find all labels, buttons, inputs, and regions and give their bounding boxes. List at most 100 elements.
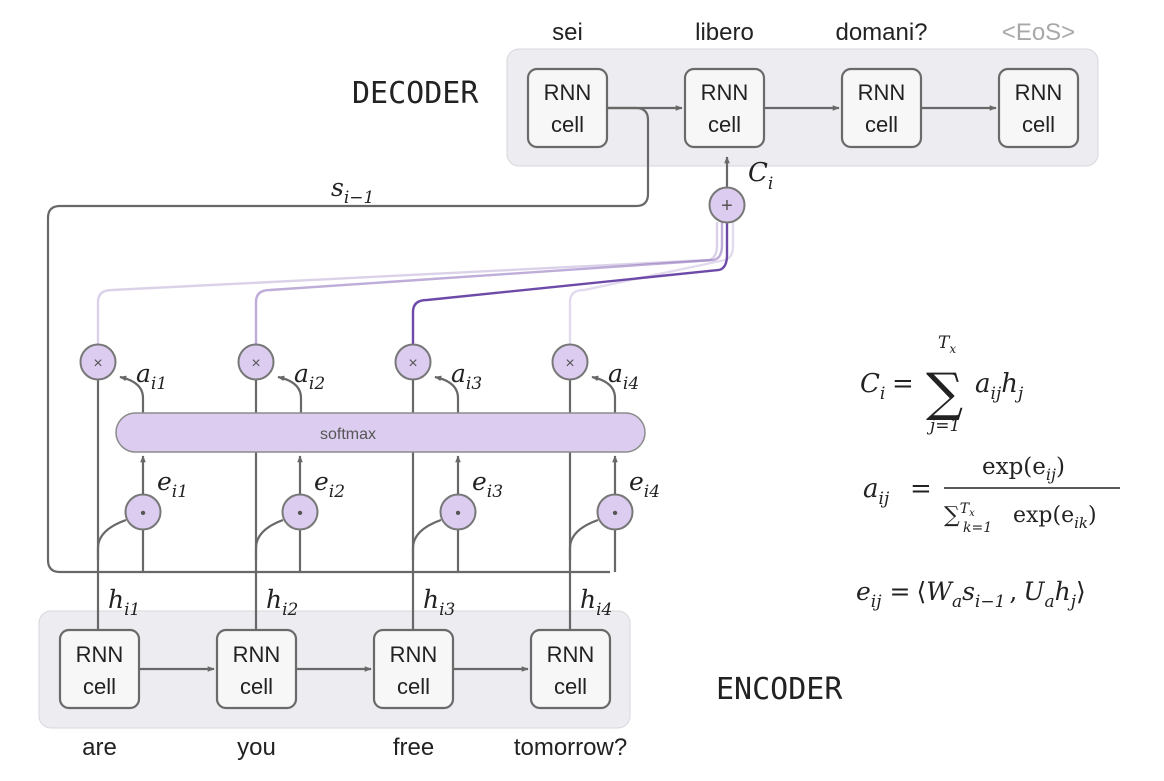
svg-text:∑: ∑: [926, 363, 963, 423]
weight-formula: aij = exp(eij) ∑Tx k=1 exp(eik): [863, 454, 1120, 536]
decoder-output-word: domani?: [835, 19, 927, 46]
svg-text:Tx: Tx: [938, 333, 956, 356]
cell-label-line1: RNN: [858, 80, 906, 105]
multiply-node: [79, 343, 117, 381]
hidden-state-branch: [254, 518, 284, 560]
hidden-state-branch: [568, 518, 599, 560]
svg-text:=: =: [910, 474, 932, 504]
svg-text:∑Tx: ∑Tx: [944, 501, 975, 528]
weighted-context-path: [568, 222, 735, 345]
encoder-rnn-cell: RNN cell: [58, 628, 141, 710]
svg-text:j=1: j=1: [926, 416, 960, 436]
weight-arrow: [277, 375, 303, 413]
dot-product-node: [596, 493, 634, 531]
times-symbol: ×: [565, 355, 574, 372]
score-label: ei2: [314, 467, 345, 502]
svg-text:aij: aij: [863, 474, 890, 509]
cell-label-line1: RNN: [1015, 80, 1063, 105]
multiply-node: [551, 343, 589, 381]
weighted-context-path: [96, 222, 719, 345]
cell-label-line1: RNN: [390, 642, 438, 667]
decoder-label: DECODER: [352, 76, 479, 111]
dot-symbol: •: [612, 505, 618, 522]
svg-text:exp(eij): exp(eij): [982, 454, 1065, 484]
decoder-output-word: <EoS>: [1002, 19, 1075, 46]
state-feedback-connector: [46, 106, 650, 574]
dot-product-node: [124, 493, 162, 531]
decoder-output-word: sei: [552, 19, 583, 46]
dot-product-node: [281, 493, 319, 531]
attention-column: • ei2 ai2 hi2 ×: [237, 222, 724, 630]
svg-text:Ci: Ci: [860, 369, 885, 404]
weight-label: ai4: [608, 359, 639, 394]
cell-label-line1: RNN: [233, 642, 281, 667]
weighted-context-path: [254, 222, 724, 345]
cell-label-line2: cell: [397, 674, 430, 699]
cell-label-line2: cell: [551, 112, 584, 137]
attention-column: • ei1 ai1 hi1 ×: [79, 222, 719, 630]
encoder-label: ENCODER: [716, 672, 843, 707]
hidden-state-branch: [96, 518, 127, 560]
decoder-rnn-cell: RNN cell: [997, 67, 1080, 149]
context-vector-label: Ci: [748, 158, 773, 194]
score-label: ei3: [472, 467, 503, 502]
decoder-rnn-cell: RNN cell: [840, 67, 923, 149]
weight-label: ai1: [136, 359, 167, 394]
encoder-rnn-cell: RNN cell: [372, 628, 455, 710]
score-formula: eij=⟨Wasi−1,Uahj⟩: [856, 577, 1086, 612]
cell-label-line1: RNN: [547, 642, 595, 667]
weight-arrow: [119, 375, 145, 413]
encoder-rnn-cell: RNN cell: [529, 628, 612, 710]
cell-label-line2: cell: [83, 674, 116, 699]
cell-label-line1: RNN: [544, 80, 592, 105]
encoder-input-word: you: [237, 734, 276, 761]
times-symbol: ×: [251, 355, 260, 372]
times-symbol: ×: [93, 355, 102, 372]
hidden-state-label: hi3: [423, 585, 455, 620]
encoder-input-word: tomorrow?: [514, 734, 627, 761]
cell-label-line2: cell: [240, 674, 273, 699]
encoder-rnn-cell: RNN cell: [215, 628, 298, 710]
softmax-bar: [115, 412, 646, 453]
score-label: ei4: [629, 467, 660, 502]
previous-state-label: si−1: [331, 173, 374, 208]
decoder-output-word: libero: [695, 19, 754, 46]
dot-product-node: [439, 493, 477, 531]
svg-text:=: =: [892, 369, 914, 399]
weight-label: ai2: [294, 359, 325, 394]
cell-label-line2: cell: [1022, 112, 1055, 137]
times-symbol: ×: [408, 355, 417, 372]
cell-label-line2: cell: [865, 112, 898, 137]
weighted-context-path: [411, 222, 729, 345]
cell-label-line2: cell: [554, 674, 587, 699]
hidden-state-branch: [411, 518, 442, 560]
multiply-node: [394, 343, 432, 381]
cell-label-line2: cell: [708, 112, 741, 137]
dot-symbol: •: [455, 505, 461, 522]
hidden-state-label: hi4: [580, 585, 612, 620]
hidden-state-label: hi1: [108, 585, 140, 620]
attention-column: • ei4 ai4 hi4 ×: [551, 222, 735, 630]
softmax-label: softmax: [320, 426, 376, 443]
svg-text:exp(eik): exp(eik): [1013, 503, 1097, 532]
sum-node: +: [708, 156, 746, 224]
multiply-node: [237, 343, 275, 381]
encoder-input-word: are: [82, 734, 117, 761]
cell-label-line1: RNN: [76, 642, 124, 667]
svg-text:k=1: k=1: [963, 520, 992, 536]
decoder-rnn-cell: RNN cell: [526, 67, 609, 149]
weight-arrow: [434, 375, 460, 413]
dot-symbol: •: [140, 505, 146, 522]
plus-symbol: +: [721, 195, 733, 217]
dot-symbol: •: [297, 505, 303, 522]
score-label: ei1: [157, 467, 188, 502]
svg-text:eij=⟨Wasi−1,Uahj⟩: eij=⟨Wasi−1,Uahj⟩: [856, 577, 1086, 612]
weight-arrow: [591, 375, 617, 413]
weight-label: ai3: [451, 359, 482, 394]
svg-text:aijhj: aijhj: [975, 369, 1024, 404]
hidden-state-label: hi2: [266, 585, 298, 620]
encoder-input-word: free: [393, 734, 434, 761]
context-formula: Ci = ∑ Tx j=1 aijhj: [860, 333, 1024, 436]
